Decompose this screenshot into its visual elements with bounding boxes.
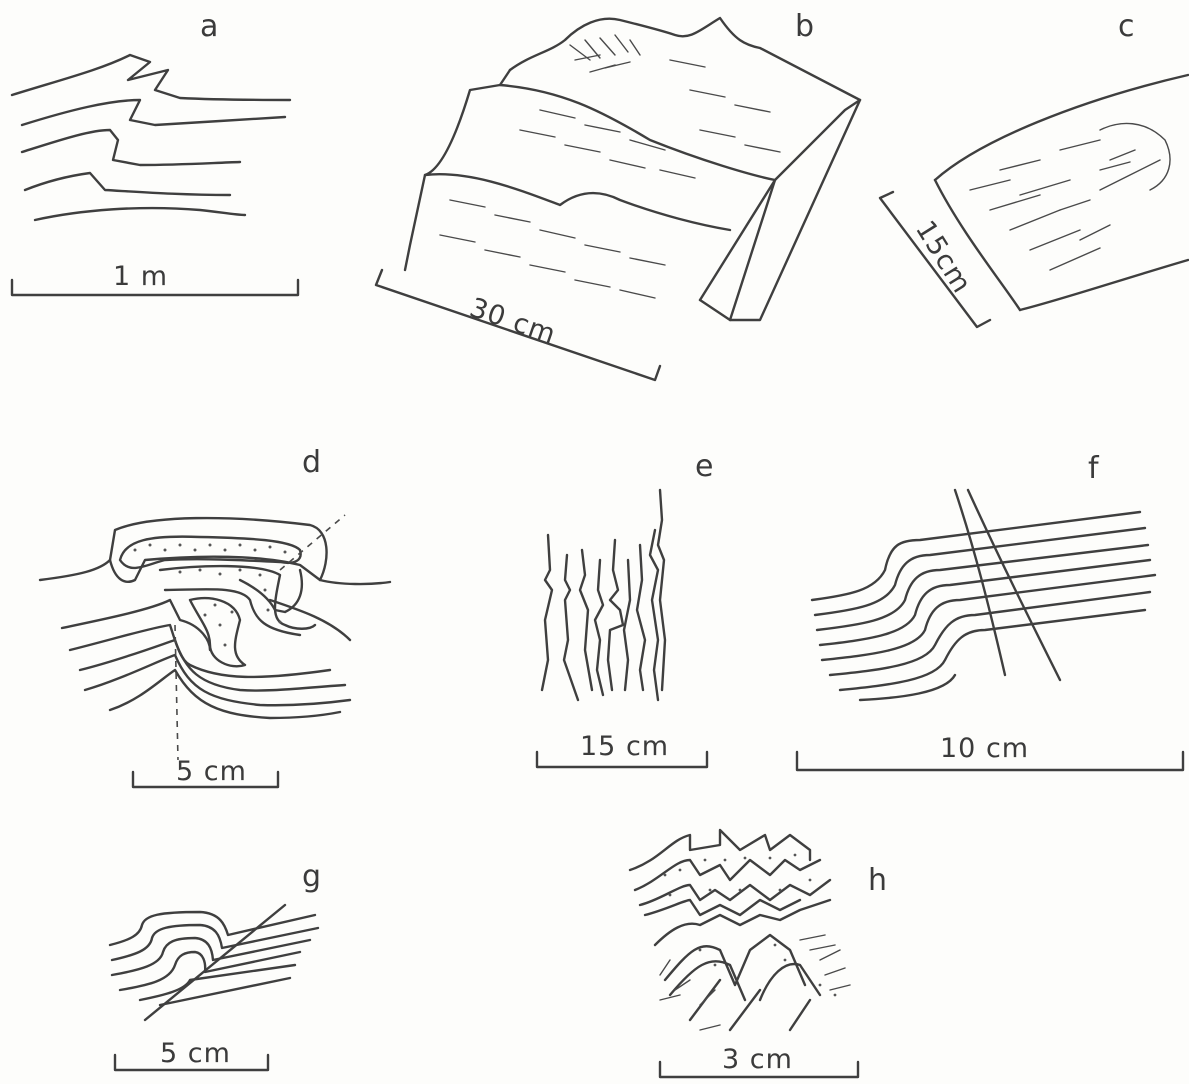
- panel-b-letter: b: [795, 9, 814, 44]
- panel-d-letter: d: [302, 445, 321, 480]
- panel-g-drawing: [110, 905, 318, 1020]
- panel-a-scale-label: 1 m: [113, 261, 168, 292]
- panel-a-drawing: [12, 55, 290, 220]
- panel-a-letter: a: [200, 9, 218, 44]
- panel-d: d: [40, 445, 390, 787]
- panel-g-letter: g: [302, 859, 321, 894]
- panel-b-drawing: [405, 18, 860, 320]
- panel-a: a 1 m: [12, 9, 298, 295]
- panel-h-scale-label: 3 cm: [722, 1044, 793, 1075]
- panel-g-scale-label: 5 cm: [160, 1038, 231, 1069]
- panel-f: f 10 cm: [797, 451, 1183, 770]
- panel-e-drawing: [542, 490, 665, 700]
- panel-d-drawing: [40, 515, 390, 760]
- panel-h-letter: h: [868, 863, 887, 898]
- panel-h-drawing: [630, 830, 850, 1030]
- panel-f-scale-label: 10 cm: [940, 733, 1029, 764]
- panel-b-scale-label: 30 cm: [466, 292, 560, 350]
- panel-e-letter: e: [695, 449, 713, 484]
- panel-g: g 5 cm: [110, 859, 321, 1070]
- panel-b: b 30 cm: [376, 9, 860, 380]
- panel-c-scale-label: 15cm: [909, 215, 977, 299]
- panel-e: e 15 cm: [537, 449, 713, 767]
- panel-f-letter: f: [1088, 451, 1100, 486]
- panel-c-letter: c: [1118, 9, 1135, 44]
- panel-d-scale-label: 5 cm: [176, 756, 247, 787]
- panel-c: c 15cm: [880, 9, 1188, 327]
- panel-h: h 3 cm: [630, 830, 887, 1077]
- panel-f-drawing: [812, 490, 1155, 700]
- panel-e-scale-label: 15 cm: [580, 731, 669, 762]
